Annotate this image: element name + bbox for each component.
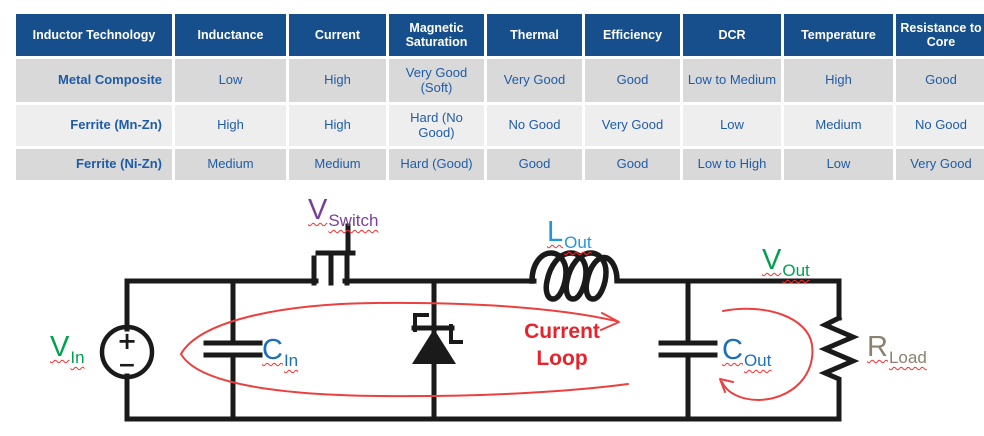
table-header-cell: Efficiency <box>585 14 680 56</box>
diode-triangle <box>412 329 456 364</box>
table-cell: Very Good <box>896 149 984 180</box>
table-cell: Low <box>683 105 781 146</box>
inductor-comparison-table: Inductor Technology Inductance Current M… <box>16 14 984 180</box>
label-v-switch-sub: Switch <box>328 211 379 230</box>
table-cell: High <box>289 105 386 146</box>
label-v-out-main: V <box>762 244 782 276</box>
table-cell: Very Good (Soft) <box>389 59 484 102</box>
inductor-symbol <box>529 250 620 302</box>
table-header-cell: Current <box>289 14 386 56</box>
current-loop-arrow-large <box>180 301 629 398</box>
label-c-in-sub: In <box>283 351 299 370</box>
label-v-out: VOut <box>762 244 810 280</box>
table-header-cell: Resistance to Core <box>896 14 984 56</box>
label-r-load-sub: Load <box>888 348 927 367</box>
table-cell: Low <box>784 149 893 180</box>
table-cell: Low to Medium <box>683 59 781 102</box>
table-cell: No Good <box>896 105 984 146</box>
table-cell: Medium <box>784 105 893 146</box>
label-r-load: RLoad <box>867 331 927 367</box>
label-v-in-sub: In <box>70 348 85 367</box>
output-capacitor-symbol <box>658 278 718 422</box>
table-cell: No Good <box>487 105 582 146</box>
label-v-switch: VSwitch <box>308 194 378 230</box>
source-minus-sign: − <box>118 353 136 378</box>
table-header-cell: Temperature <box>784 14 893 56</box>
label-c-in-main: C <box>262 334 283 366</box>
row-label-cell: Ferrite (Mn-Zn) <box>16 105 172 146</box>
row-label-cell: Ferrite (Ni-Zn) <box>16 149 172 180</box>
table-cell: High <box>175 105 286 146</box>
label-c-out-main: C <box>722 334 743 366</box>
input-capacitor-symbol <box>203 278 263 422</box>
table-header-cell: Thermal <box>487 14 582 56</box>
buck-converter-circuit: + − VIn VSwitch CIn <box>0 190 984 436</box>
label-v-in: VIn <box>50 331 85 367</box>
label-v-out-sub: Out <box>782 261 810 280</box>
table-cell: Good <box>585 149 680 180</box>
label-c-in: CIn <box>262 334 298 370</box>
table-header-cell: Inductor Technology <box>16 14 172 56</box>
voltage-source-symbol <box>99 324 155 380</box>
label-r-load-main: R <box>867 331 888 363</box>
load-resistor-symbol <box>818 314 860 422</box>
mosfet-symbol <box>311 223 356 286</box>
table-cell: Good <box>487 149 582 180</box>
table-cell: Hard (No Good) <box>389 105 484 146</box>
table-cell: Medium <box>289 149 386 180</box>
table-cell: Low to High <box>683 149 781 180</box>
label-l-out-sub: Out <box>564 233 592 252</box>
label-c-out: COut <box>722 334 771 370</box>
current-loop-text: Current Loop <box>524 320 600 370</box>
current-loop-arrow-small <box>719 307 814 401</box>
table-cell: Good <box>585 59 680 102</box>
table-header-cell: DCR <box>683 14 781 56</box>
table-cell: Medium <box>175 149 286 180</box>
table-header-cell: Inductance <box>175 14 286 56</box>
table-cell: Very Good <box>487 59 582 102</box>
label-l-out-main: L <box>547 216 564 248</box>
table-cell: High <box>784 59 893 102</box>
circuit-svg: + − <box>99 223 860 422</box>
source-plus-sign: + <box>117 327 137 355</box>
row-label-cell: Metal Composite <box>16 59 172 102</box>
diode-cathode-hooks <box>413 313 463 344</box>
label-v-switch-main: V <box>308 194 328 226</box>
table-cell: Very Good <box>585 105 680 146</box>
top-right-rail <box>614 278 842 321</box>
label-c-out-sub: Out <box>743 351 772 370</box>
label-l-out: LOut <box>547 216 592 252</box>
table-cell: Hard (Good) <box>389 149 484 180</box>
table-cell: High <box>289 59 386 102</box>
label-v-in-main: V <box>50 331 70 363</box>
table-header-cell: Magnetic Saturation <box>389 14 484 56</box>
table-cell: Low <box>175 59 286 102</box>
table-cell: Good <box>896 59 984 102</box>
